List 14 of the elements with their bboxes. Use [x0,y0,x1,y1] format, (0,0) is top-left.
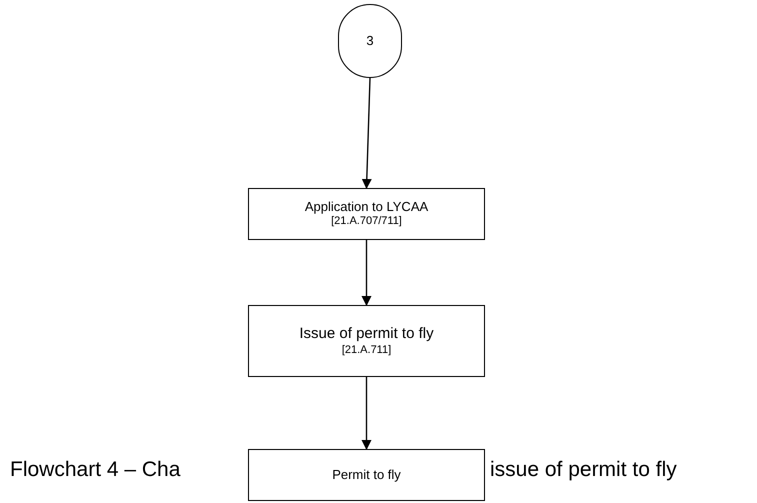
reference-text: [21.A.711] [342,344,392,358]
reference-text: [21.A.707/711] [331,215,402,229]
node-text: 3 [366,32,374,50]
process-box [248,188,485,240]
node-text: Application to LYCAA [304,199,428,216]
node-text: Issue of permit to fly [299,324,434,344]
process-box [248,305,485,377]
caption-text: Flowchart 4 – Cha [10,458,180,481]
caption-text: issue of permit to fly [490,458,677,481]
arrow [362,377,372,450]
arrow [362,240,372,306]
arrow [362,78,372,189]
node-text: Permit to fly [332,466,401,484]
process-box [248,449,485,501]
